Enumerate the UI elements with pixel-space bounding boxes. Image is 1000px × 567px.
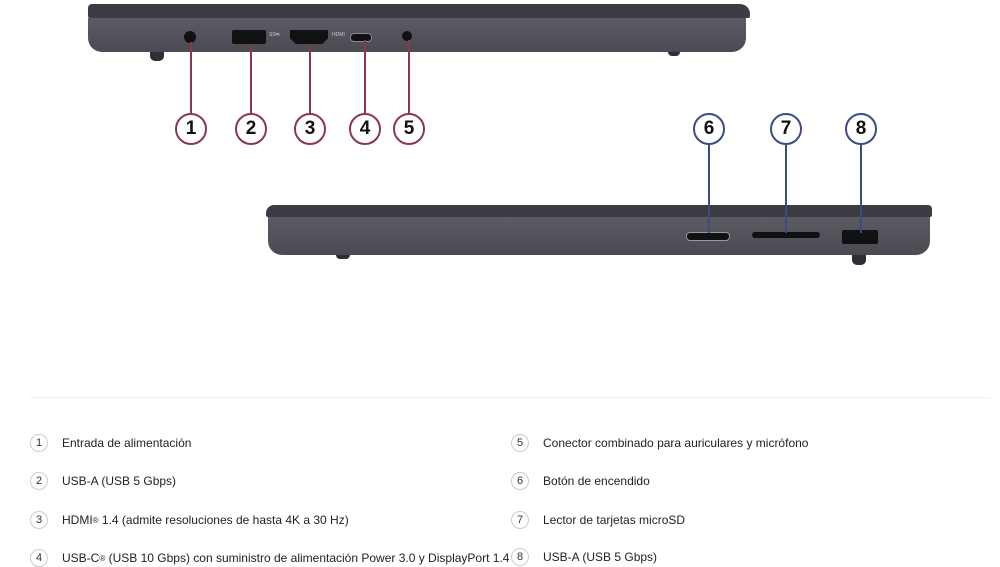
legend-text: HDMI	[62, 513, 93, 527]
power-port	[184, 31, 196, 43]
legend-number: 5	[511, 434, 529, 452]
legend-item: 1 Entrada de alimentación	[30, 434, 191, 452]
usb-c-port	[350, 33, 372, 42]
usb-a-port-left	[232, 30, 266, 44]
legend-item: 6 Botón de encendido	[511, 472, 650, 490]
legend-text: Conector combinado para auriculares y mi…	[543, 436, 809, 450]
legend-text: USB-A (USB 5 Gbps)	[543, 550, 658, 564]
legend-number: 2	[30, 472, 48, 490]
audio-jack	[402, 31, 412, 41]
callout-4: 4	[349, 113, 381, 145]
legend-item: 2 USB-A (USB 5 Gbps)	[30, 472, 176, 490]
usb-a-port-right	[842, 230, 878, 244]
laptop-left-side: SS⇆ HDMI	[88, 4, 750, 64]
legend-text-rest: (USB 10 Gbps) con suministro de alimenta…	[105, 551, 510, 565]
legend-text-rest: 1.4 (admite resoluciones de hasta 4K a 3…	[98, 513, 349, 527]
legend-item: 7 Lector de tarjetas microSD	[511, 511, 685, 529]
legend-item: 8 USB-A (USB 5 Gbps)	[511, 548, 657, 566]
power-button	[686, 232, 730, 241]
legend-item: 5 Conector combinado para auriculares y m…	[511, 434, 808, 452]
callout-2: 2	[235, 113, 267, 145]
callout-5: 5	[393, 113, 425, 145]
legend-text: Lector de tarjetas microSD	[543, 513, 686, 527]
legend-number: 6	[511, 472, 529, 490]
registered-mark: ®	[99, 553, 106, 563]
hdmi-port	[290, 30, 328, 44]
laptop-right-side	[266, 205, 932, 267]
legend-number: 8	[511, 548, 529, 566]
legend-text: USB-C	[62, 551, 100, 565]
microsd-slot	[752, 232, 820, 238]
legend-number: 4	[30, 549, 48, 567]
callout-3: 3	[294, 113, 326, 145]
legend-number: 1	[30, 434, 48, 452]
legend-text: USB-A (USB 5 Gbps)	[62, 474, 177, 488]
callout-7: 7	[770, 113, 802, 145]
callout-6: 6	[693, 113, 725, 145]
divider	[30, 397, 990, 398]
legend-text: Entrada de alimentación	[62, 436, 192, 450]
legend-number: 3	[30, 511, 48, 529]
callout-1: 1	[175, 113, 207, 145]
legend-number: 7	[511, 511, 529, 529]
callout-8: 8	[845, 113, 877, 145]
legend-item: 3 HDMI® 1.4 (admite resoluciones de hasta…	[30, 511, 349, 529]
legend-text: Botón de encendido	[543, 474, 650, 488]
hdmi-label: HDMI	[332, 32, 345, 38]
legend-item: 4 USB-C® (USB 10 Gbps) con suministro de …	[30, 549, 509, 567]
registered-mark: ®	[92, 515, 99, 525]
usb-ss-label: SS⇆	[269, 32, 280, 38]
